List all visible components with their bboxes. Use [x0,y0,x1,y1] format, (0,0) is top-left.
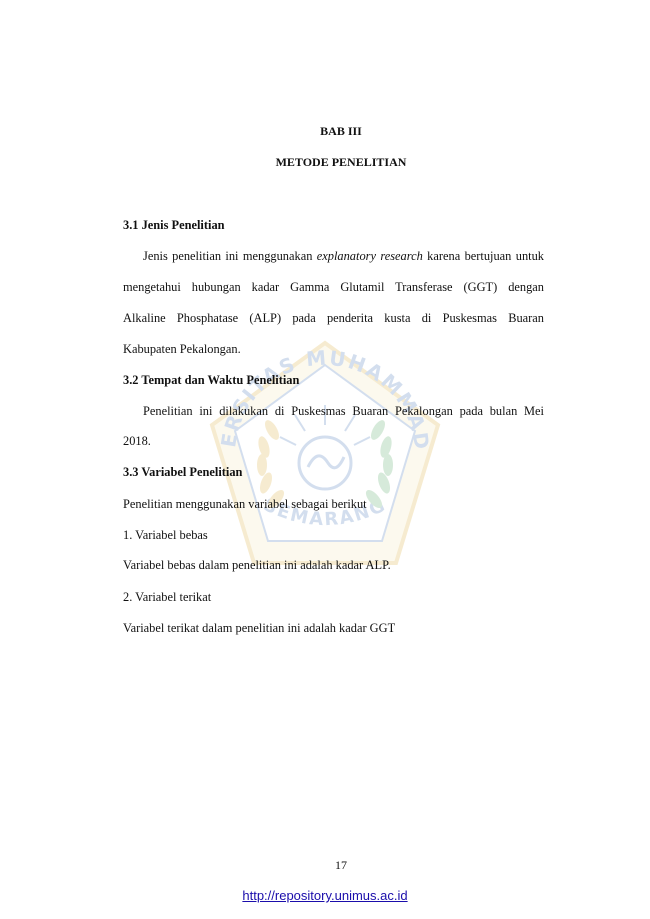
paragraph-3-1-line-4: Kabupaten Pekalongan. [123,342,241,356]
paragraph-3-2-line-2: 2018. [123,434,151,448]
paragraph-3-1-line-3: Alkaline Phosphatase (ALP) pada penderit… [123,311,544,325]
list-item-variabel-terikat: 2. Variabel terikat [123,590,212,604]
paragraph-3-1-line-2: mengetahui hubungan kadar Gamma Glutamil… [123,280,544,294]
section-heading-3-3: 3.3 Variabel Penelitian [123,465,243,479]
page-number: 17 [335,858,347,872]
paragraph-text: Jenis penelitian ini menggunakan [143,249,317,263]
section-heading-3-2: 3.2 Tempat dan Waktu Penelitian [123,373,300,387]
repository-link[interactable]: http://repository.unimus.ac.id [242,888,408,903]
paragraph-3-1-line-1: Jenis penelitian ini menggunakan explana… [143,249,544,263]
university-seal-watermark: UNIVERSITAS MUHAMMADIYAH SEMARANG [200,335,441,565]
list-item-variabel-terikat-desc: Variabel terikat dalam penelitian ini ad… [123,621,396,635]
paragraph-3-3-intro: Penelitian menggunakan variabel sebagai … [123,497,367,511]
italic-term: explanatory research [316,249,423,263]
section-heading-3-1: 3.1 Jenis Penelitian [123,218,225,232]
list-item-variabel-bebas: 1. Variabel bebas [123,528,208,542]
paragraph-3-2-line-1: Penelitian ini dilakukan di Puskesmas Bu… [143,404,544,418]
list-item-variabel-bebas-desc: Variabel bebas dalam penelitian ini adal… [123,558,391,572]
chapter-title: METODE PENELITIAN [275,155,407,169]
chapter-number: BAB III [320,124,362,138]
paragraph-text: karena bertujuan untuk [422,249,544,263]
